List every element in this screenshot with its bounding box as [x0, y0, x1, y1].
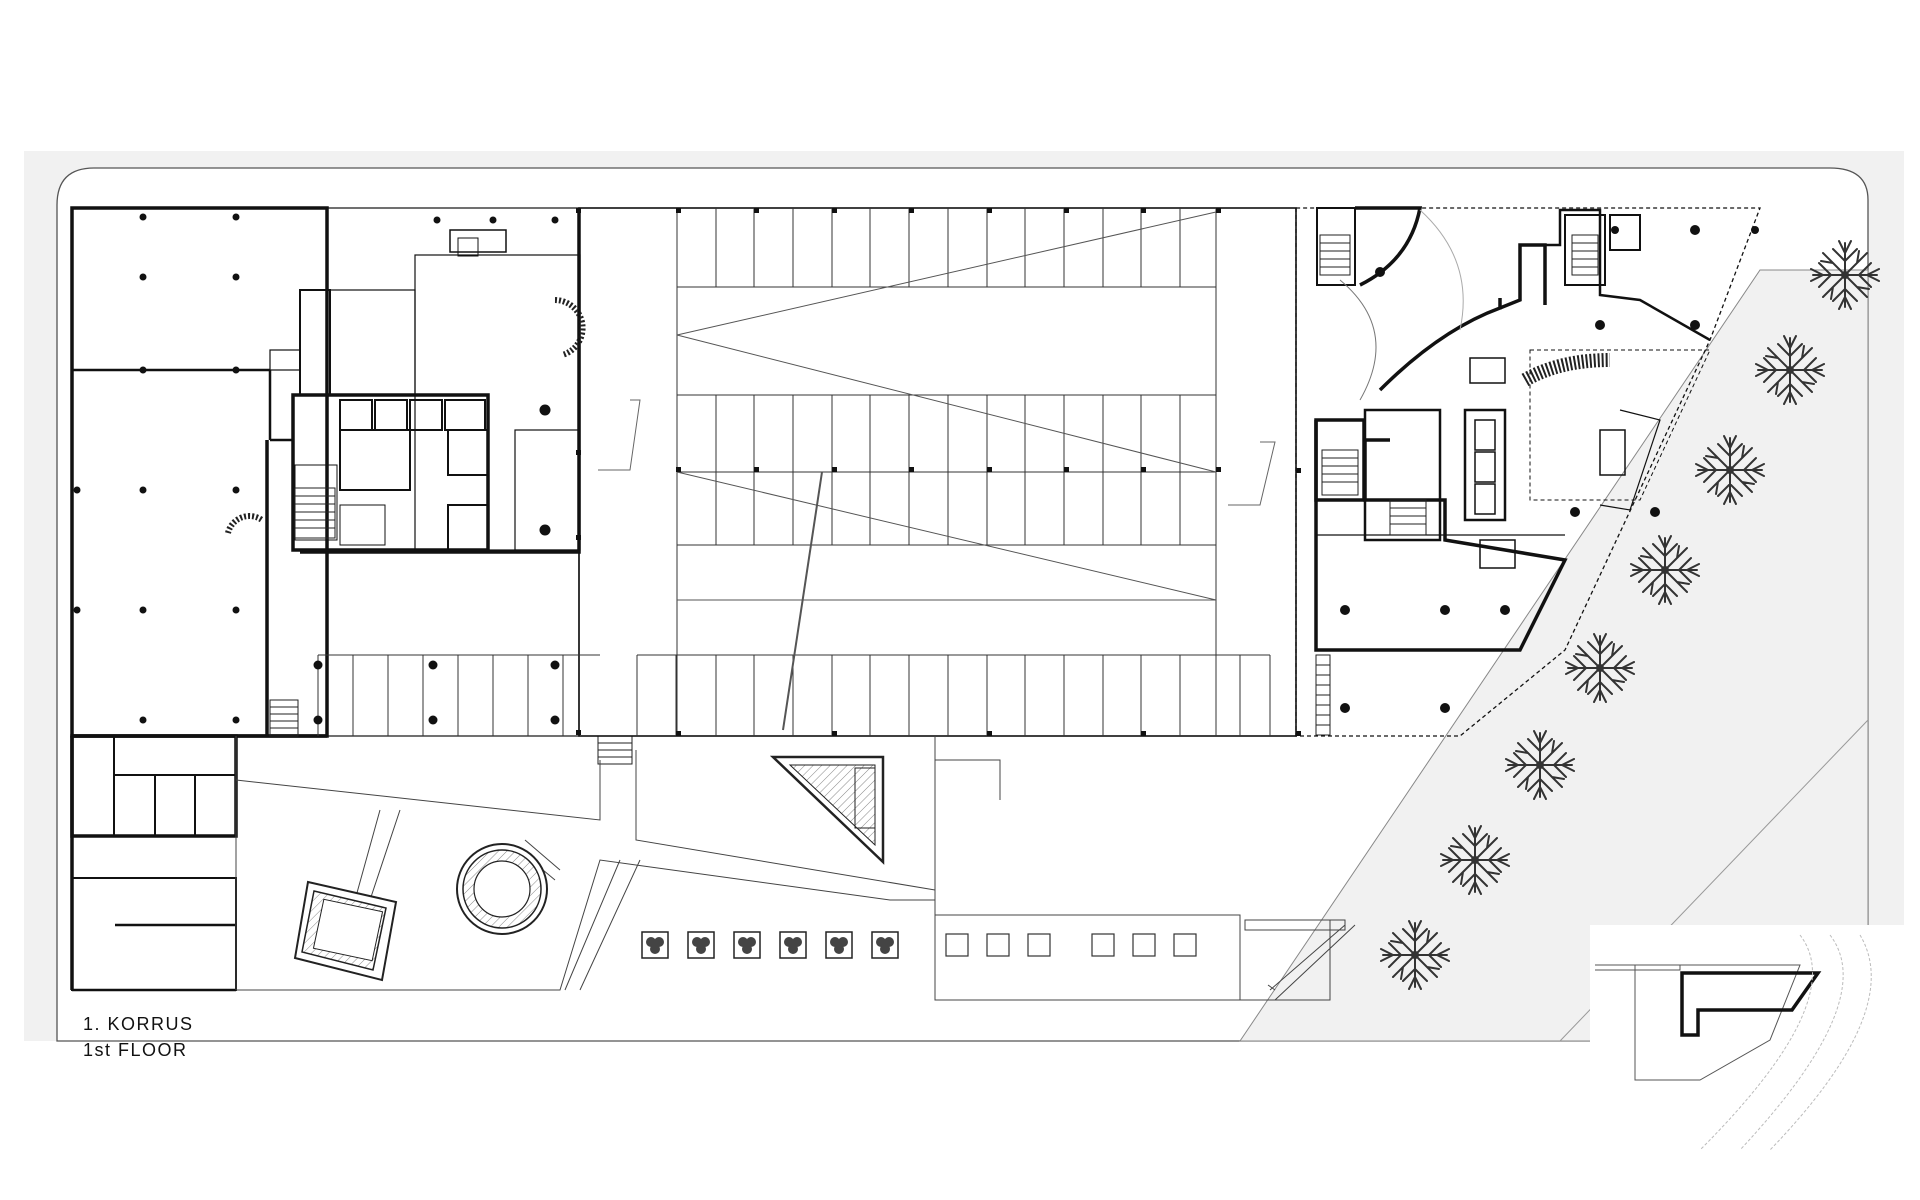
stair-icon — [269, 699, 299, 737]
square-pavilion — [293, 880, 398, 982]
stair-icon — [1321, 449, 1359, 496]
planter-icon — [871, 931, 899, 959]
courtyard — [235, 736, 1356, 1001]
planter-icon — [779, 931, 807, 959]
round-pavilion — [456, 843, 548, 935]
stair-icon — [1571, 234, 1599, 276]
stair-icon — [1315, 654, 1331, 736]
drawing-title-local: 1. KORRUS — [83, 1014, 194, 1034]
planter-icon — [733, 931, 761, 959]
planter-icon — [641, 931, 669, 959]
stair-icon — [294, 487, 336, 539]
east-stairs — [1319, 234, 1611, 536]
empty-planters — [945, 933, 1197, 957]
parking-hall — [317, 207, 1297, 737]
stair-icon — [1389, 499, 1427, 536]
stair-icon — [1319, 234, 1351, 276]
west-stairs — [225, 297, 1331, 765]
columns — [73, 208, 1759, 736]
triangle-pavilion — [769, 755, 885, 865]
drawing-title-english: 1st FLOOR — [83, 1040, 188, 1060]
planter-icon — [825, 931, 853, 959]
planter-icon — [687, 931, 715, 959]
location-inset — [1590, 925, 1910, 1165]
